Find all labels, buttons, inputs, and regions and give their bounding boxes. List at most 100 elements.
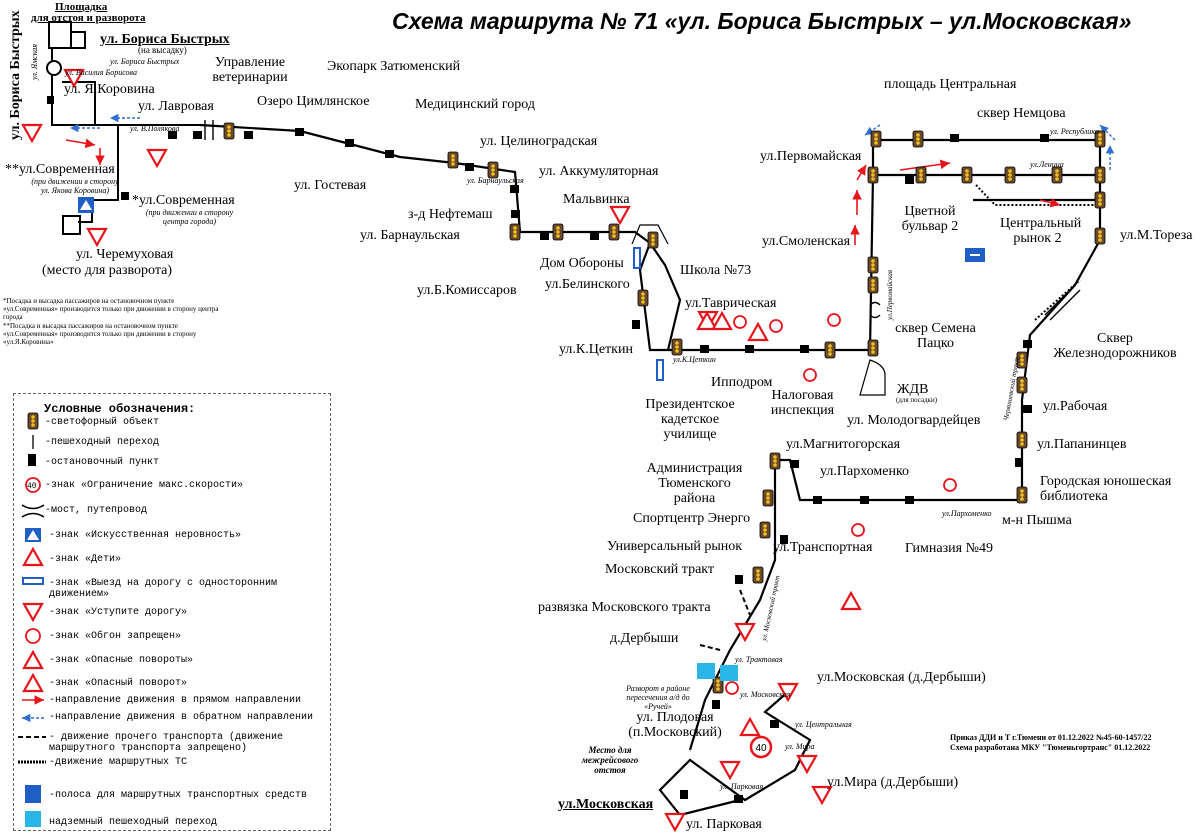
turnaround-area bbox=[46, 21, 200, 235]
legend-item: - движение прочего транспорта (движение … bbox=[49, 732, 284, 754]
stop-label: ул.Транспортная bbox=[773, 540, 873, 555]
stop-label: площадь Центральная bbox=[884, 77, 1017, 92]
stop-label: Школа №73 bbox=[680, 263, 752, 278]
legend-item: надземный пешеходный переход bbox=[49, 817, 218, 828]
stop-note: (для посадки) bbox=[896, 396, 938, 404]
stop-label: д.Дербыши bbox=[610, 631, 679, 646]
legend-item: -знак «Уступите дорогу» bbox=[49, 607, 188, 618]
street-small: ул. Центральная bbox=[795, 720, 852, 729]
stop-note: (при движении в сторону центра города) bbox=[145, 208, 234, 226]
stop-label: Президентское кадетское училище bbox=[645, 397, 735, 442]
stop-label: ул.Мира (д.Дербыши) bbox=[827, 775, 959, 790]
route-line bbox=[199, 123, 1102, 817]
stop-label: ул.Пархоменко bbox=[820, 464, 910, 479]
stop-label: ул. Я.Коровина bbox=[64, 82, 155, 97]
street-vertical-label: ул. Бориса Быстрых bbox=[8, 10, 23, 140]
legend-speed-value: 40 bbox=[27, 482, 37, 491]
stop-label: ул.Первомайская bbox=[760, 149, 862, 164]
legend-item: -остановочный пункт bbox=[45, 457, 160, 468]
legend-box bbox=[13, 393, 331, 831]
stop-label: ул.К.Цеткин bbox=[559, 342, 633, 357]
stop-label: Городская юношеская библиотека bbox=[1040, 474, 1172, 504]
stop-label: Сквер Железнодорожников bbox=[1053, 331, 1177, 361]
legend-item: -знак «Обгон запрещен» bbox=[49, 631, 182, 642]
stop-label: ул. Целиноградская bbox=[480, 134, 598, 149]
stop-label: ул.М.Тореза bbox=[1120, 228, 1193, 243]
stop-label: Ипподром bbox=[711, 375, 773, 390]
street-small: ул. Василия Борисова bbox=[65, 68, 137, 77]
stop-label: ул.Рабочая bbox=[1043, 399, 1108, 414]
footnote-2: **Посадка и высадка пассажиров на остано… bbox=[3, 322, 197, 346]
stop-note: (при движении в сторону ул. Якова Корови… bbox=[31, 177, 119, 195]
stop-label: ул. Парковая bbox=[686, 817, 762, 832]
street-small: ул. Мира bbox=[785, 742, 815, 751]
stop-label: Дом Обороны bbox=[540, 256, 624, 271]
street-small: ул. Трактовая bbox=[735, 655, 783, 664]
forward-arrows bbox=[65, 138, 1061, 245]
map-title: Схема маршрута № 71 «ул. Бориса Быстрых … bbox=[392, 8, 1132, 34]
stop-markers bbox=[47, 96, 1049, 803]
legend-item: -мост, путепровод bbox=[45, 505, 148, 516]
stop-label: Гимназия №49 bbox=[905, 541, 993, 556]
street-small: ул.Пархоменко bbox=[942, 509, 992, 518]
stop-label: ЖДВ bbox=[897, 382, 929, 397]
stop-label: Экопарк Затюменский bbox=[327, 59, 461, 74]
speed-limit-sign: 40 bbox=[749, 735, 773, 759]
order-info: Приказ ДДИ и Т г.Тюмени от 01.12.2022 №4… bbox=[950, 733, 1151, 753]
legend-item: -знак «Ограничение макс.скорости» bbox=[45, 480, 244, 491]
street-small: ул.К.Цеткин bbox=[673, 355, 716, 364]
backward-arrows bbox=[70, 113, 1116, 170]
footnote-1: *Посадка и высадка пассажиров на останов… bbox=[3, 297, 219, 321]
street-small: ул. Бориса Быстрых bbox=[110, 57, 180, 66]
stop-label: Управление ветеринарии bbox=[212, 55, 288, 85]
order-line-1: Приказ ДДИ и Т г.Тюмени от 01.12.2022 №4… bbox=[950, 733, 1152, 742]
legend-item: -направление движения в прямом направлен… bbox=[49, 695, 302, 706]
street-small: ул. В.Полякова bbox=[130, 124, 180, 133]
stop-label: развязка Московского тракта bbox=[538, 600, 711, 615]
legend-title: Условные обозначения: bbox=[44, 402, 196, 416]
stop-label: ул. Гостевая bbox=[294, 178, 367, 193]
street-vertical-small: ул.Первомайская bbox=[886, 270, 894, 320]
legend-item: -знак «Искусственная неровность» bbox=[49, 530, 242, 541]
stop-label: ул.Магнитогорская bbox=[786, 437, 901, 452]
stop-label: Цветной бульвар 2 bbox=[901, 204, 959, 234]
legend-item: -знак «Опасный поворот» bbox=[49, 678, 188, 689]
stop-label: Озеро Цимлянское bbox=[257, 94, 370, 109]
street-small: ул. Московская bbox=[740, 690, 791, 699]
stop-label-final: ул.Московская bbox=[558, 797, 654, 812]
stop-label: Мальвинка bbox=[563, 192, 630, 207]
stop-label: ул. Аккумуляторная bbox=[539, 164, 659, 179]
stop-label: ул. Бориса Быстрых bbox=[100, 32, 230, 47]
svg-text:40: 40 bbox=[755, 743, 767, 754]
stop-note: (на высадку) bbox=[138, 45, 187, 55]
stop-label: ул.Смоленская bbox=[762, 234, 851, 249]
stop-label: сквер Семена Пацко bbox=[895, 321, 976, 351]
stop-label: з-д Нефтемаш bbox=[408, 207, 493, 222]
stop-label: ул. Лавровая bbox=[138, 99, 214, 114]
street-small: ул. Республики bbox=[1050, 127, 1100, 136]
stop-label: ул. Плодовая (п.Московский) bbox=[628, 710, 722, 740]
stop-label: ул.Белинского bbox=[545, 277, 630, 292]
area-label-2: для отстоя и разворота bbox=[31, 12, 146, 24]
legend-item: -светофорный объект bbox=[45, 417, 160, 428]
note-bold: Место для межрейсового отстоя bbox=[581, 745, 639, 775]
stop-label: *ул.Современная bbox=[132, 193, 235, 208]
legend-item: -пешеходный переход bbox=[45, 437, 160, 448]
note-small: Разворот в районе пересечения а/д до «Ру… bbox=[626, 684, 690, 711]
stop-label: Центральный рынок 2 bbox=[1000, 216, 1082, 246]
stop-label: **ул.Современная bbox=[5, 162, 115, 177]
legend-icons bbox=[18, 412, 46, 827]
stop-label: Спортцентр Энерго bbox=[633, 511, 751, 526]
street-small: ул.Ленина bbox=[1030, 160, 1064, 169]
special-blue-signs bbox=[78, 197, 985, 681]
stop-label: ул. Черемуховая bbox=[76, 247, 174, 262]
stop-label: сквер Немцова bbox=[977, 106, 1066, 121]
stop-label: ул.Таврическая bbox=[685, 296, 777, 311]
legend-item: -знак «Выезд на дорогу с односторонним д… bbox=[49, 578, 278, 600]
stop-label: Налоговая инспекция bbox=[770, 388, 835, 418]
area-label: Площадка bbox=[55, 1, 108, 13]
legend-item: -движение маршрутных ТС bbox=[49, 757, 188, 768]
stop-label: м-н Пышма bbox=[1002, 513, 1072, 528]
stop-label: Администрация Тюменского района bbox=[646, 461, 743, 506]
street-small: ул. Парковая bbox=[720, 782, 764, 791]
